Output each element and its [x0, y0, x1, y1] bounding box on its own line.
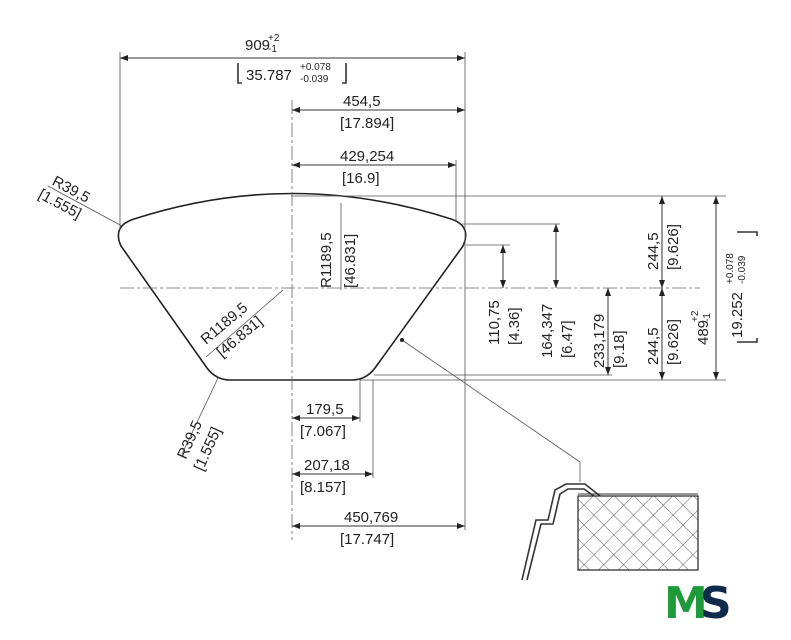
label-h-110-in: [4.36] [506, 307, 523, 345]
label-h-164-in: [6.47] [559, 320, 576, 358]
label-overall-width: 909 [245, 37, 270, 54]
label-bottom-width-in: [17.747] [340, 531, 394, 548]
label-h-233: 233,179 [591, 314, 608, 368]
dim-bottom-corner [292, 380, 374, 478]
dim-h-233 [605, 288, 611, 375]
label-overall-width-in-tol-minus: -0.039 [300, 74, 329, 85]
detail-leader-dot [400, 338, 404, 342]
label-overall-height-in: 19.252 [729, 292, 746, 338]
label-h-244-top-in: [9.626] [665, 224, 682, 270]
dim-half-width [292, 107, 465, 113]
dim-h-244 [659, 196, 665, 380]
label-arc-radius-top-in: [46.831] [342, 234, 359, 288]
label-overall-width-in: 35.787 [246, 67, 292, 84]
label-overall-width-tol-minus: -1 [268, 44, 277, 55]
label-group-h-244-bottom: 244,5 [9.626] [645, 319, 682, 365]
label-group-corner-radius-top: R39,5 [1.555] [36, 173, 93, 223]
detail-leader [401, 339, 581, 463]
label-bottom-flat: 179,5 [306, 401, 344, 418]
dim-h-164 [553, 224, 559, 288]
label-group-h-244-top: 244,5 [9.626] [645, 224, 682, 270]
label-half-width-in: [17.894] [340, 115, 394, 132]
logo-letter-s: S [700, 578, 732, 628]
dim-h-110 [500, 245, 506, 288]
dim-overall-width [119, 52, 466, 230]
label-overall-height-tol-minus: -1 [702, 313, 713, 322]
logo-letter-m: M [666, 578, 708, 628]
label-overall-width-tol-plus: +2 [268, 33, 280, 44]
dim-overall-height [713, 196, 719, 380]
label-h-244-bottom-in: [9.626] [665, 319, 682, 365]
label-group-h-110: 110,75 [4.36] [486, 300, 523, 345]
label-group-arc-radius-top: R1189,5 [46.831] [318, 232, 359, 288]
dim-top-flat [292, 160, 457, 222]
label-top-flat-in: [16.9] [342, 170, 380, 187]
countertop-section [577, 495, 699, 571]
label-bottom-corner: 207,18 [304, 457, 350, 474]
label-group-h-233: 233,179 [9.18] [591, 314, 628, 368]
ms-logo: M S [666, 572, 736, 628]
label-h-233-in: [9.18] [611, 330, 628, 368]
label-h-164: 164,347 [539, 304, 556, 358]
label-arc-radius-top: R1189,5 [318, 232, 335, 288]
label-group-corner-radius-bottom: R39,5 [1.555] [174, 418, 225, 473]
leader-corner-radius-bottom [181, 377, 219, 455]
label-h-110: 110,75 [486, 300, 503, 345]
sink-rim-profile [521, 483, 601, 581]
bracket-overall-width-in [237, 63, 347, 84]
label-overall-height: 489 [695, 320, 712, 345]
label-h-244-bottom: 244,5 [645, 327, 662, 365]
label-group-overall-height-in: 19.252 +0.078 -0.039 [725, 253, 748, 338]
label-bottom-width: 450,769 [344, 509, 398, 526]
label-overall-height-tol-plus: +2 [690, 310, 701, 322]
label-overall-height-in-tol-minus: -0.039 [737, 255, 748, 284]
leader-corner-radius-top [47, 185, 123, 227]
label-overall-height-in-tol-plus: +0.078 [725, 253, 736, 284]
label-bottom-corner-in: [8.157] [300, 479, 346, 496]
label-half-width: 454,5 [343, 93, 381, 110]
label-group-h-164: 164,347 [6.47] [539, 304, 576, 358]
label-group-overall-height: 489 +2 -1 [690, 310, 713, 345]
dim-bottom-flat [292, 380, 361, 422]
leader-arc-radius-side [205, 289, 284, 358]
bracket-overall-height-in [737, 231, 758, 343]
label-overall-width-in-tol-plus: +0.078 [300, 62, 331, 73]
label-bottom-flat-in: [7.067] [300, 423, 346, 440]
ms-logo-mark: M S [666, 578, 732, 628]
label-h-244-top: 244,5 [645, 232, 662, 270]
label-top-flat: 429,254 [340, 148, 394, 165]
